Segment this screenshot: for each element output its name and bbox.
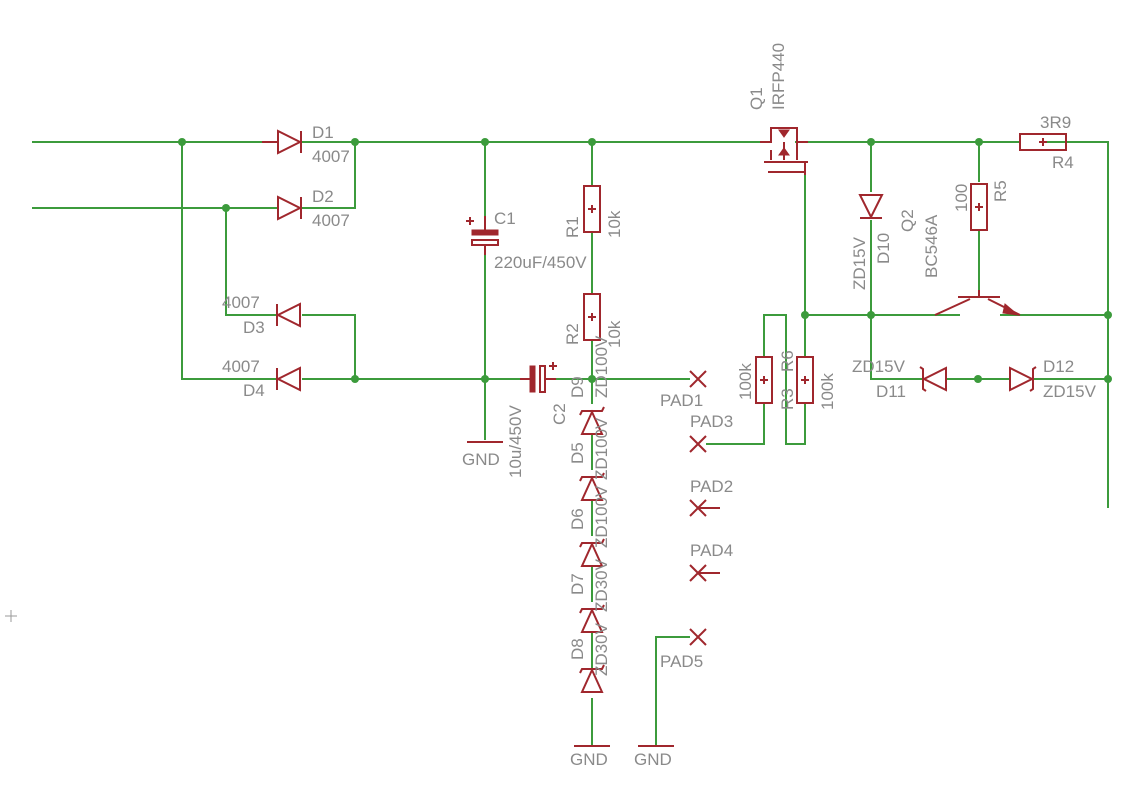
resistor-r1 <box>583 185 601 233</box>
zener-d8 <box>579 664 605 693</box>
label-d8: D8 <box>568 638 587 660</box>
capacitor-c1 <box>466 216 499 255</box>
zener-d5 <box>579 472 605 501</box>
label-c1: C1 <box>494 209 516 228</box>
resistor-r2 <box>583 293 601 341</box>
resistor-r4 <box>1019 133 1067 151</box>
transistor-q2 <box>934 290 1021 316</box>
label-r4: R4 <box>1052 153 1074 172</box>
zener-d12 <box>1009 366 1037 392</box>
label-c2: C2 <box>550 403 569 425</box>
label-q1-value: IRFP440 <box>769 43 788 110</box>
label-d6-value: ZD100V <box>592 485 611 548</box>
label-d12-value: ZD15V <box>1043 382 1097 401</box>
label-r2-value: 10k <box>605 320 624 348</box>
resistor-r3 <box>755 356 773 404</box>
label-gnd-3: GND <box>634 750 672 769</box>
label-d8-value: ZD30V <box>592 622 611 676</box>
label-d5: D5 <box>568 442 587 464</box>
label-gnd-1: GND <box>462 450 500 469</box>
label-d3: D3 <box>243 318 265 337</box>
label-d7-value: ZD30V <box>592 558 611 612</box>
label-pad2: PAD2 <box>690 477 733 496</box>
label-r3: R3 <box>778 388 797 410</box>
label-pad5: PAD5 <box>660 652 703 671</box>
label-c2-value: 10u/450V <box>506 405 525 478</box>
zener-d7 <box>579 604 605 633</box>
label-pad3: PAD3 <box>690 412 733 431</box>
label-pad1: PAD1 <box>660 391 703 410</box>
diode-d1 <box>262 129 303 155</box>
label-d5-value: ZD100V <box>592 417 611 480</box>
zener-d10 <box>858 194 884 220</box>
label-d4-value: 4007 <box>222 357 260 376</box>
label-d6: D6 <box>568 508 587 530</box>
label-r1: R1 <box>563 216 582 238</box>
mosfet-q1 <box>760 127 808 175</box>
label-gnd-2: GND <box>570 750 608 769</box>
junctions <box>178 138 1112 383</box>
pad5-marker <box>689 628 707 646</box>
label-d4: D4 <box>243 381 265 400</box>
label-d9-value: ZD100V <box>592 335 611 398</box>
label-d1-value: 4007 <box>312 147 350 166</box>
diode-d2 <box>277 195 303 221</box>
origin-marker <box>5 610 17 622</box>
label-d7: D7 <box>568 573 587 595</box>
label-r1-value: 10k <box>605 210 624 238</box>
label-c1-value: 220uF/450V <box>494 253 587 272</box>
label-r3-value: 100k <box>736 363 755 400</box>
label-d12: D12 <box>1043 357 1074 376</box>
resistor-r5 <box>970 183 988 231</box>
label-r4-value: 3R9 <box>1040 113 1071 132</box>
zener-d11 <box>919 366 947 392</box>
label-d10: D10 <box>874 233 893 264</box>
label-pad4: PAD4 <box>690 541 733 560</box>
label-d11: D11 <box>876 382 906 401</box>
label-r2: R2 <box>563 323 582 345</box>
label-d2-value: 4007 <box>312 211 350 230</box>
pad1-marker <box>689 370 707 388</box>
label-r5: R5 <box>991 180 1010 202</box>
pad2-marker <box>689 499 720 517</box>
zener-d9 <box>579 406 605 435</box>
diode-d4 <box>275 366 301 392</box>
label-r6: R6 <box>778 350 797 372</box>
capacitor-c2 <box>520 362 557 393</box>
pad4-marker <box>689 564 720 582</box>
resistor-r6 <box>796 356 814 404</box>
labels: D1 4007 D2 4007 4007 D3 4007 D4 C1 220uF… <box>222 43 1097 769</box>
label-d2: D2 <box>312 187 334 206</box>
label-d9: D9 <box>568 376 587 398</box>
label-r5-value: 100 <box>952 184 971 212</box>
diode-d3 <box>275 302 301 328</box>
label-d3-value: 4007 <box>222 293 260 312</box>
label-d10-value: ZD15V <box>850 236 869 290</box>
zener-d6 <box>579 538 605 567</box>
label-d11-value: ZD15V <box>852 357 906 376</box>
label-q1: Q1 <box>747 87 766 110</box>
label-d1: D1 <box>312 123 334 142</box>
pad3-marker <box>689 435 707 453</box>
label-q2-value: BC546A <box>922 214 941 278</box>
label-q2: Q2 <box>898 209 917 232</box>
label-r6-value: 100k <box>818 373 837 410</box>
